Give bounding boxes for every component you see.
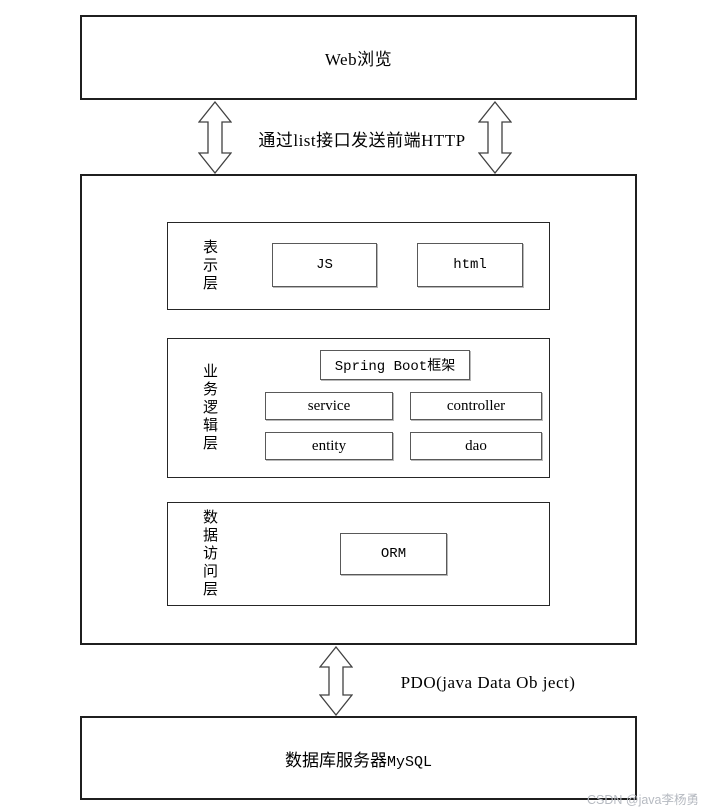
- csdn-watermark: CSDN @java李杨勇: [586, 793, 699, 807]
- business-logic-layer-label: 业务逻辑层: [201, 363, 217, 453]
- spring-boot-framework-box: Spring Boot框架: [320, 350, 470, 380]
- service-label: service: [307, 397, 351, 414]
- js-label: JS: [316, 257, 333, 273]
- database-server-label: 数据库服务器MySQL: [285, 746, 432, 771]
- presentation-layer-box: 表示层 JS html: [167, 222, 550, 310]
- data-access-layer-label: 数据访问层: [201, 509, 217, 599]
- html-component-box: html: [417, 243, 523, 287]
- entity-label: entity: [311, 437, 347, 454]
- http-connection-label: 通过list接口发送前端HTTP: [258, 131, 466, 150]
- pdo-connection-label: PDO(java Data Ob ject): [400, 673, 576, 692]
- database-server-box: 数据库服务器MySQL: [80, 716, 637, 800]
- dao-component-box: dao: [410, 432, 542, 460]
- orm-component-box: ORM: [340, 533, 447, 575]
- presentation-layer-label: 表示层: [201, 239, 217, 293]
- database-server-label-en: MySQL: [386, 753, 432, 771]
- js-component-box: JS: [272, 243, 377, 287]
- double-arrow-icon: [198, 101, 232, 174]
- dao-label: dao: [465, 437, 487, 454]
- business-logic-layer-box: 业务逻辑层 Spring Boot框架 service controller e…: [167, 338, 550, 478]
- entity-component-box: entity: [265, 432, 393, 460]
- application-container-box: 表示层 JS html 业务逻辑层 Spring Boot框架 service …: [80, 174, 637, 645]
- spring-boot-framework-label: Spring Boot框架: [334, 359, 456, 375]
- web-browser-label: Web浏览: [324, 50, 393, 69]
- service-component-box: service: [265, 392, 393, 420]
- html-label: html: [453, 257, 487, 273]
- data-access-layer-box: 数据访问层 ORM: [167, 502, 550, 606]
- web-browser-box: Web浏览: [80, 15, 637, 100]
- database-server-label-zh: 数据库服务器: [284, 750, 387, 770]
- controller-label: controller: [446, 397, 506, 414]
- double-arrow-icon: [319, 646, 353, 716]
- double-arrow-icon: [478, 101, 512, 174]
- controller-component-box: controller: [410, 392, 542, 420]
- orm-label: ORM: [380, 546, 407, 562]
